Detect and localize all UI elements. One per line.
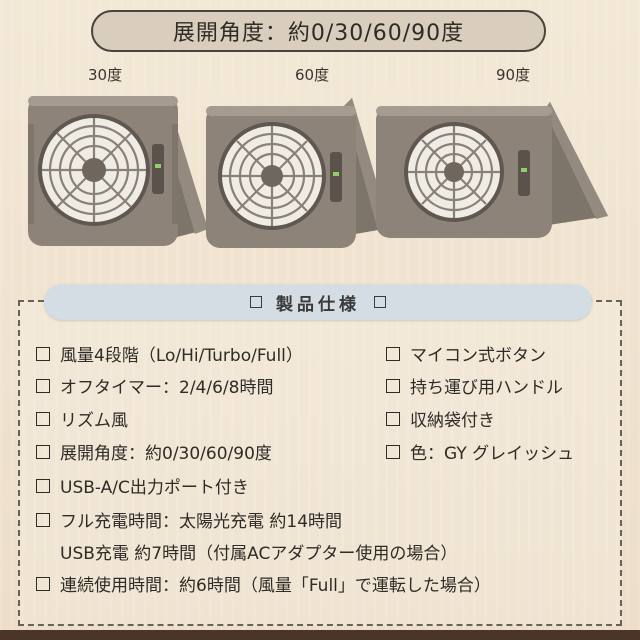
spec-item: USB-A/C出力ポート付き [36, 473, 249, 498]
checkbox-icon [386, 378, 400, 393]
spec-item: 色：GY グレイッシュ [386, 439, 574, 464]
checkbox-icon [36, 411, 50, 426]
checkbox-icon [36, 444, 50, 459]
angle-label-90: 90度 [496, 66, 531, 84]
spec-item-continuation: USB充電 約7時間（付属ACアダプター使用の場合） [60, 539, 457, 564]
checkbox-icon [36, 478, 50, 493]
fan-image-30 [28, 96, 208, 246]
spec-item-label: リズム風 [60, 411, 128, 431]
spec-item-label: マイコン式ボタン [410, 346, 546, 366]
checkbox-icon [36, 576, 50, 591]
spec-item: マイコン式ボタン [386, 341, 546, 366]
spec-item-label: フル充電時間：太陽光充電 約14時間 [60, 512, 343, 532]
spec-item: リズム風 [36, 406, 128, 431]
spec-item: 風量4段階（Lo/Hi/Turbo/Full） [36, 341, 303, 366]
spec-item: 持ち運び用ハンドル [386, 373, 563, 398]
checkbox-icon [36, 346, 50, 361]
spec-header: 製品仕様 [44, 284, 592, 320]
header-box-left-icon [250, 296, 262, 308]
spec-item: フル充電時間：太陽光充電 約14時間 [36, 507, 342, 532]
fan-image-90 [376, 102, 608, 238]
spec-heading: 製品仕様 [276, 294, 360, 315]
spec-box [18, 300, 622, 626]
title-pill: 展開角度：約0/30/60/90度 [91, 10, 546, 52]
fan-image-60 [206, 98, 390, 248]
spec-item-label: 風量4段階（Lo/Hi/Turbo/Full） [60, 346, 303, 366]
spec-item-label: USB-A/C出力ポート付き [60, 478, 249, 498]
spec-item: 展開角度：約0/30/60/90度 [36, 439, 272, 464]
spec-item-label: 収納袋付き [410, 411, 495, 431]
checkbox-icon [386, 444, 400, 459]
bottom-bar [0, 630, 640, 640]
spec-item-label: オフタイマー：2/4/6/8時間 [60, 378, 274, 398]
checkbox-icon [36, 512, 50, 527]
spec-item-label: 持ち運び用ハンドル [410, 378, 563, 398]
checkbox-icon [36, 378, 50, 393]
spec-item-label: 連続使用時間：約6時間（風量「Full」で運転した場合） [60, 576, 491, 596]
spec-item: オフタイマー：2/4/6/8時間 [36, 373, 273, 398]
spec-item-label: USB充電 約7時間（付属ACアダプター使用の場合） [60, 544, 458, 564]
angle-label-60: 60度 [295, 66, 330, 84]
checkbox-icon [386, 346, 400, 361]
spec-item-label: 展開角度：約0/30/60/90度 [60, 444, 272, 464]
angle-label-30: 30度 [88, 66, 123, 84]
spec-item: 連続使用時間：約6時間（風量「Full」で運転した場合） [36, 571, 491, 596]
spec-item-label: 色：GY グレイッシュ [410, 444, 575, 464]
checkbox-icon [386, 411, 400, 426]
spec-item: 収納袋付き [386, 406, 495, 431]
page-title: 展開角度：約0/30/60/90度 [172, 21, 465, 46]
header-box-right-icon [374, 296, 386, 308]
